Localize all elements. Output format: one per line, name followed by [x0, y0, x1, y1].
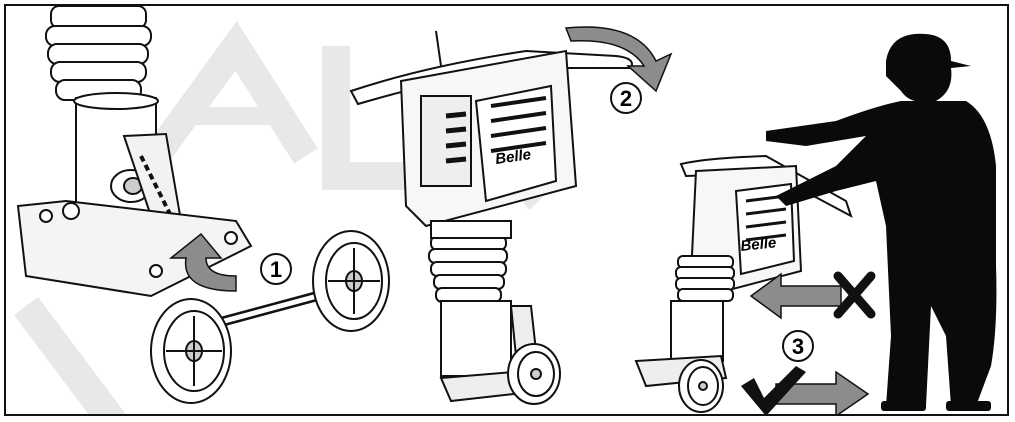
cross-icon	[833, 271, 876, 319]
wrong-direction-arrow	[749, 272, 842, 320]
bellows-top	[45, 6, 152, 101]
mount-arrow	[168, 232, 237, 292]
rotate-arrow	[564, 26, 673, 93]
correct-direction-arrow	[775, 370, 870, 414]
leg	[440, 300, 512, 377]
engine-vents	[490, 96, 547, 153]
brand-label-3: Belle	[740, 234, 777, 255]
illustration: 1	[14, 6, 997, 414]
step-1-number: 1	[270, 257, 282, 282]
wheel-right	[312, 230, 390, 332]
panel-3-rammer	[634, 154, 853, 413]
brand-label-2: Belle	[494, 146, 532, 168]
bellows-lower	[428, 235, 508, 303]
check-icon	[741, 366, 806, 414]
step-1-badge	[260, 253, 292, 285]
wheel-left	[150, 298, 232, 404]
diagram-frame: 1	[4, 4, 1009, 416]
panel-2-rammer	[349, 30, 633, 405]
wheel	[507, 343, 561, 405]
step-2-number: 2	[620, 86, 632, 111]
operator-silhouette	[766, 33, 997, 411]
step-2-badge	[610, 82, 642, 114]
watermark	[14, 21, 572, 414]
step-3-badge	[782, 330, 814, 362]
wheel-3	[678, 359, 724, 413]
step-3-number: 3	[792, 334, 804, 359]
